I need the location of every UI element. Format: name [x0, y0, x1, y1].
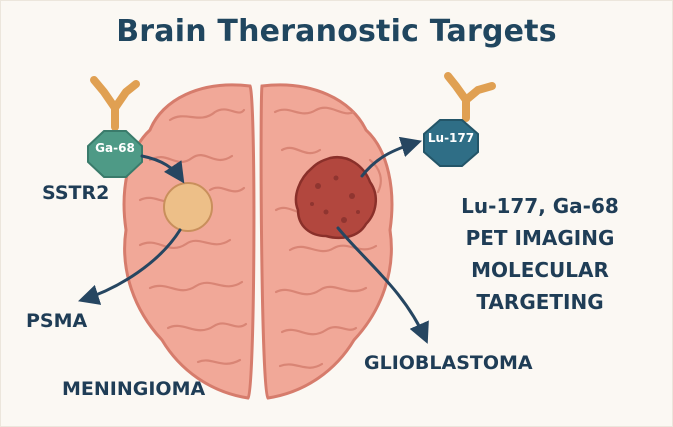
meningioma-lesion	[163, 182, 213, 232]
glioblastoma-label: GLIOBLASTOMA	[364, 352, 533, 374]
meningioma-label: MENINGIOMA	[62, 378, 206, 400]
antibody-icon-right	[444, 72, 496, 122]
info-line: TARGETING	[476, 290, 604, 314]
brain-right-hemisphere	[259, 83, 394, 400]
arrow-tumor-to-lu177	[360, 136, 423, 178]
lu177-label: Lu-177	[427, 131, 475, 145]
arrow-ga68-to-lesion	[140, 154, 185, 184]
page-title: Brain Theranostic Targets	[116, 14, 557, 49]
arrow-lesion-to-psma	[77, 228, 182, 305]
pointer-arrows	[77, 136, 429, 344]
antibody-icon-left	[90, 76, 140, 131]
ga68-hexagon-icon	[87, 130, 143, 178]
info-text-block: Lu-177, Ga-68 PET IMAGING MOLECULAR TARG…	[420, 190, 660, 318]
glioblastoma-tumor	[294, 155, 378, 240]
info-line: Lu-177, Ga-68	[461, 194, 619, 218]
info-line: MOLECULAR	[471, 258, 609, 282]
sstr2-label: SSTR2	[42, 182, 110, 204]
info-line: PET IMAGING	[465, 226, 615, 250]
lu177-hexagon-icon	[423, 119, 479, 167]
tumor-texture	[310, 175, 360, 223]
psma-label: PSMA	[26, 310, 88, 332]
arrow-tumor-to-glioblastoma	[336, 226, 429, 344]
ga68-label: Ga-68	[95, 141, 135, 155]
